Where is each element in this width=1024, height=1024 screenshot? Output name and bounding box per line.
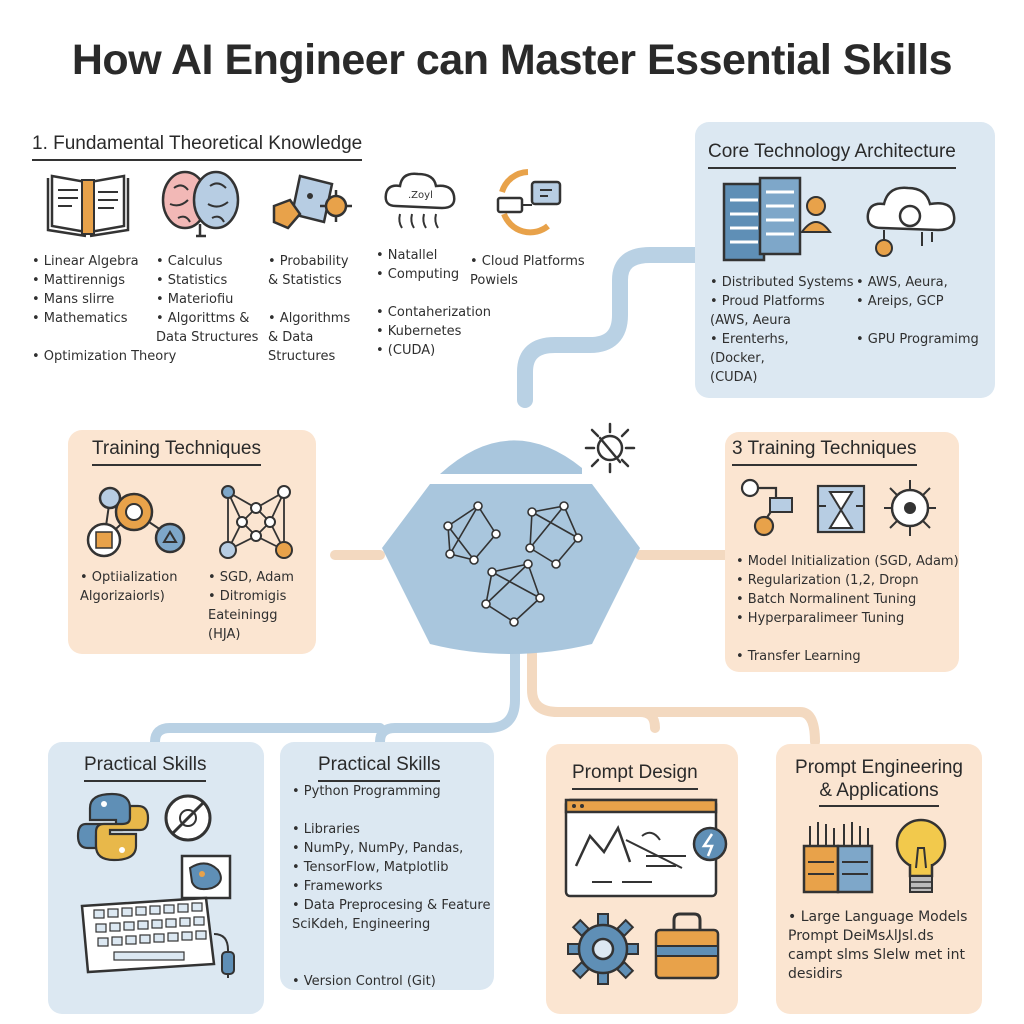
cloud-gear-icon — [866, 186, 956, 257]
prompt-eng-title: Prompt Engineering & Applications — [782, 756, 976, 807]
neural-net-icon — [86, 486, 186, 558]
connector-bottom-right — [527, 645, 820, 747]
keyboard-icon — [80, 896, 235, 978]
graph-node-icon — [219, 485, 293, 559]
connector-bottom-left — [150, 645, 520, 747]
dice-gear-icon — [272, 174, 352, 230]
svg-text:.Zoyl: .Zoyl — [408, 190, 433, 201]
prompt-eng-title-line-1: Prompt Engineering — [795, 757, 963, 778]
fundamental-col-5: • Cloud Platforms Powiels — [470, 254, 585, 288]
hub-network-graphics — [447, 504, 579, 624]
connector-top-right — [517, 247, 708, 408]
core-tech-title: Core Technology Architecture — [708, 141, 956, 169]
page-title: How AI Engineer can Master Essential Ski… — [71, 36, 953, 84]
flowchart-icon — [740, 478, 793, 537]
practical-skills-b-title: Practical Skills — [318, 754, 441, 782]
python-logo-icon — [76, 792, 150, 862]
server-rack-icon — [722, 176, 832, 262]
cycle-icon — [496, 169, 562, 236]
training-left-title: Training Techniques — [92, 438, 261, 466]
prompt-design-title: Prompt Design — [572, 762, 698, 790]
gear-icon — [567, 913, 639, 985]
hourglass-icon — [816, 484, 866, 534]
briefcase-icon — [654, 912, 720, 980]
no-bug-icon — [164, 794, 212, 842]
training-right-title: 3 Training Techniques — [732, 438, 917, 466]
circuit-node-icon — [884, 480, 936, 536]
cloud-rain-icon: .Zoyl — [384, 172, 456, 229]
fundamental-col-4: • Natallel• Computing• Contaherization• … — [376, 248, 492, 358]
fundamental-title: 1. Fundamental Theoretical Knowledge — [32, 133, 363, 161]
fundamental-col-3: • Probability & Statistics• Algorithms &… — [268, 254, 351, 364]
fundamental-col-2: • Calculus• Statistics• Materiofiu• Algo… — [156, 254, 259, 345]
sun-icon — [584, 422, 636, 474]
central-hub-shape — [382, 440, 640, 654]
lightbulb-icon — [895, 818, 947, 893]
practical-skills-b-panel — [280, 742, 494, 990]
book-icon — [46, 174, 130, 238]
training-right-list: • Model Initialization (SGD, Adam)• Regu… — [736, 554, 959, 664]
practical-skills-a-title: Practical Skills — [84, 754, 207, 782]
core-tech-list-right: • AWS, Aeura,• Areips, GCP• GPU Programi… — [856, 275, 979, 347]
training-left-col-2: • SGD, Adam• Ditromigis Eateiningg (HJA) — [208, 570, 294, 642]
fundamental-col-1: • Linear Algebra• Mattirennigs• Mans sli… — [32, 254, 177, 364]
prompt-eng-title-line-2: & Applications — [819, 779, 939, 807]
practical-skills-b-list: • Python Programming• Libraries• NumPy, … — [292, 784, 491, 989]
monitor-chart-icon — [564, 798, 728, 898]
training-left-col-1: • Optiialization Algorizaiorls) — [80, 570, 178, 604]
core-tech-list-left: • Distributed Systems• Proud Platforms (… — [710, 275, 854, 385]
photo-card-icon — [180, 854, 232, 900]
gpu-chip-icon — [802, 822, 874, 894]
brain-icon — [161, 170, 240, 238]
training-right-panel — [725, 432, 959, 672]
